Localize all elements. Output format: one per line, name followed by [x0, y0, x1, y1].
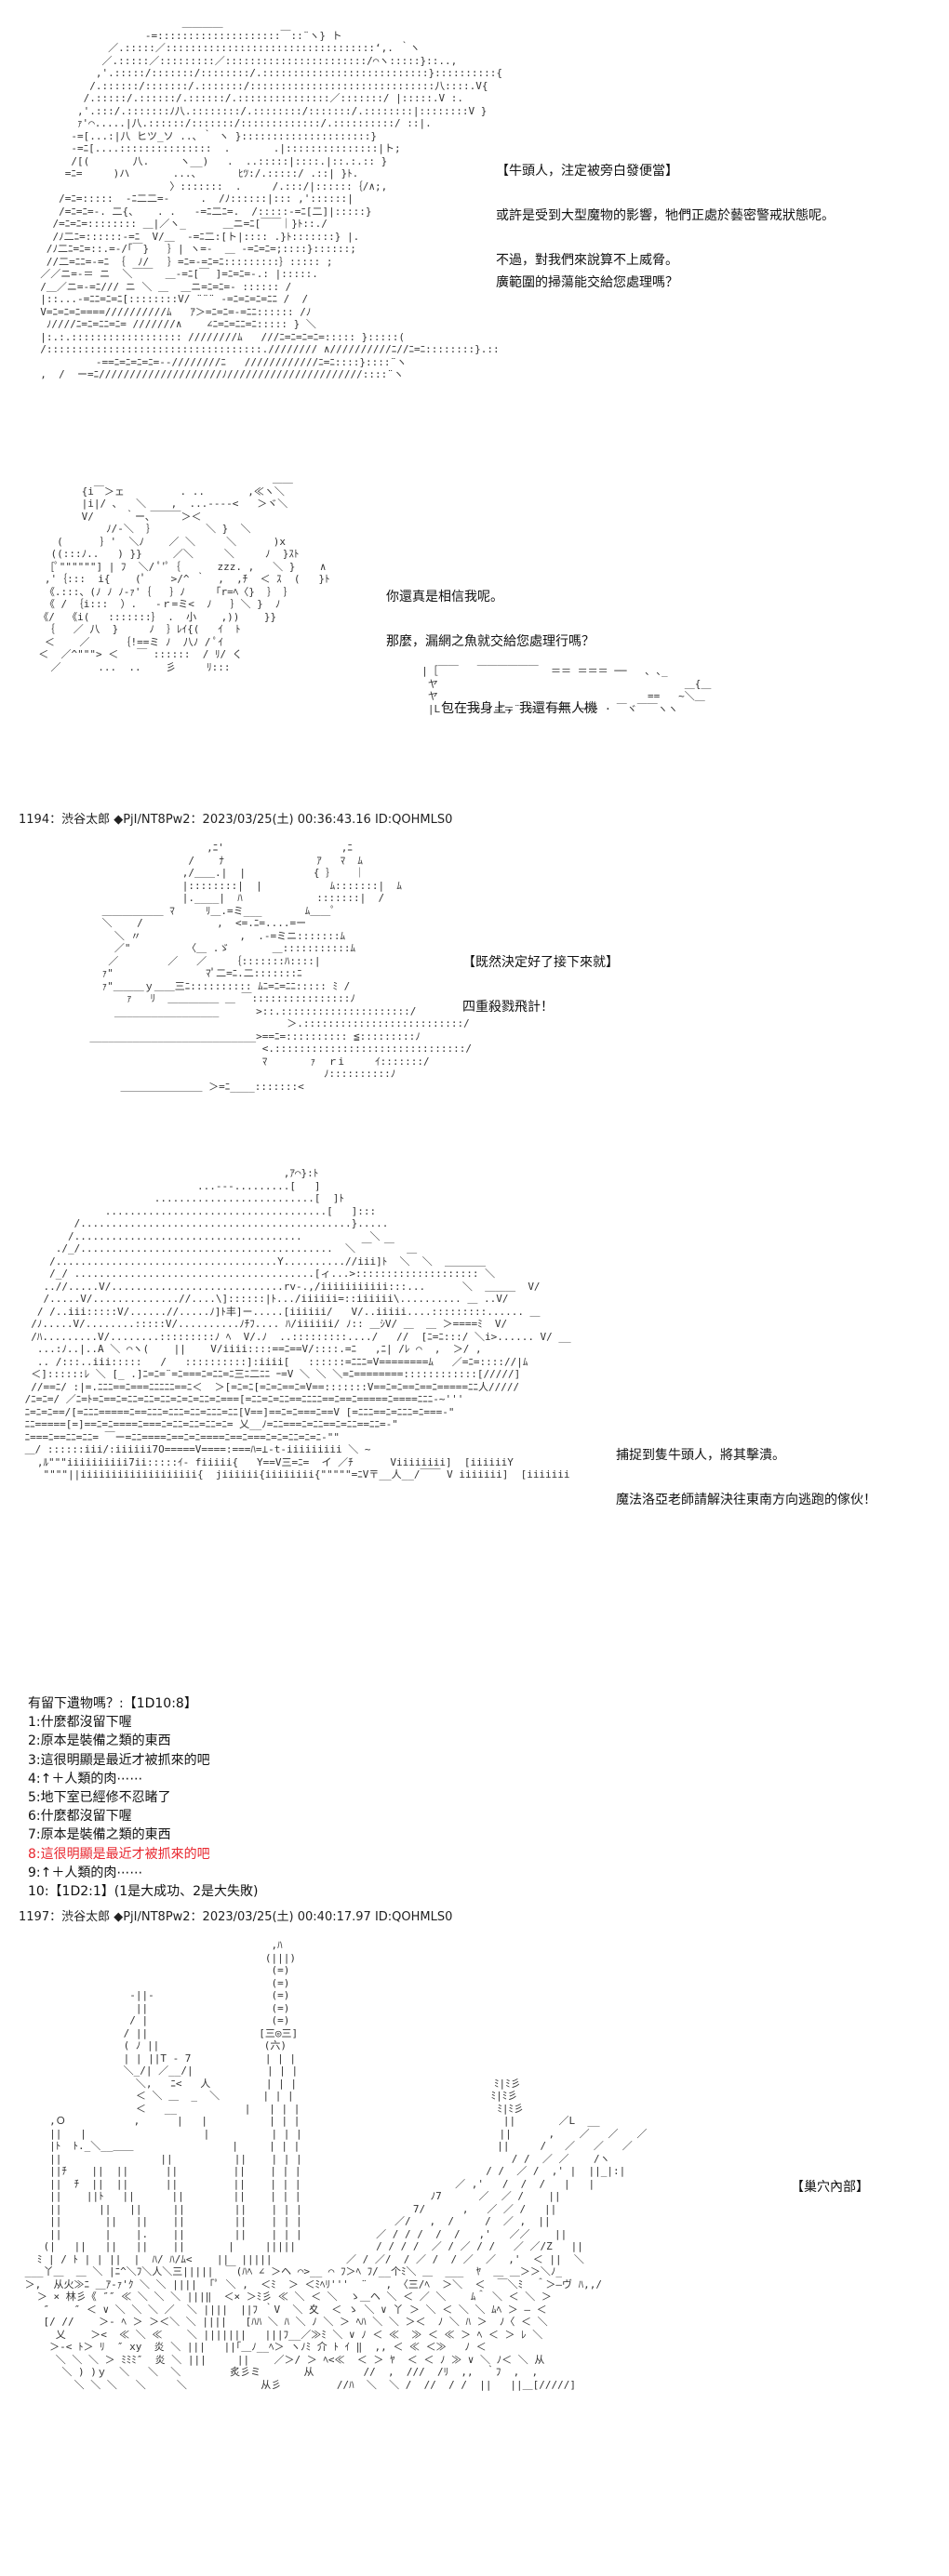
dialog-line: 【牛頭人，注定被旁白發便當】 — [496, 164, 678, 179]
dialog-line — [462, 974, 619, 996]
dice-option: 8:這很明顯是最近才被抓來的吧 — [28, 1846, 210, 1862]
ascii-art-nest-interior: ,ﾊ (|||) (=) (=) -||- (=) — [24, 1939, 648, 2391]
dialog-p3: 【既然決定好了接下來就】 四重殺戮飛計！ — [462, 951, 619, 1018]
dialog-line — [386, 608, 595, 631]
dice-option: 5:地下室已經修不忍睹了 — [28, 1790, 171, 1806]
ascii-art-explosion-scene: ,ｱ⌒}:ﾄ ...---.........[ ] ..............… — [24, 1167, 571, 1481]
dice-option: 4:↑＋人類的肉⋯⋯ — [28, 1771, 143, 1786]
dice-option: 10:【1D2:1】(1是大成功、2是大失敗) — [28, 1884, 259, 1900]
dice-result-list: 有留下遺物嗎？:【1D10:8】 1:什麼都沒留下喔 2:原本是裝備之類的東西 3:這… — [28, 1694, 259, 1901]
dialog-line: 那麼，漏網之魚就交給您處理行嗎？ — [386, 634, 595, 649]
dialog-p1: 【牛頭人，注定被旁白發便當】 或許是受到大型魔物的影響，牠們正處於藝密警戒狀態呢… — [496, 160, 835, 294]
dialog-line: 或許是受到大型魔物的影響，牠們正處於藝密警戒狀態呢。 — [496, 208, 835, 223]
dice-option: 3:這很明顯是最近才被抓來的吧 — [28, 1752, 210, 1768]
dice-option: 7:原本是裝備之類的東西 — [28, 1827, 171, 1843]
dialog-line: 廣範圍的掃蕩能交給您處理嗎？ — [496, 275, 678, 290]
dialog-line: 【巢穴內部】 — [791, 2180, 869, 2195]
dialog-line: 你還真是相信我呢。 — [386, 590, 503, 604]
dice-option: 2:原本是裝備之類的東西 — [28, 1733, 171, 1749]
post-header: 1197：渋谷太郎 ◆PjI/NT8Pw2：2023/03/25(土) 00:4… — [19, 1910, 453, 1924]
dialog-p2: 你還真是相信我呢。 那麼，漏網之魚就交給您處理行嗎？ — [386, 586, 595, 653]
dialog-p5: 【巢穴內部】 — [791, 2176, 869, 2198]
dialog-line — [496, 182, 835, 205]
ascii-art-masked-figure: ＿＿ {i￣＞ェ . .. ,≪ヽ＼ |i|/ ､ ＼ , ...‐---< ＞… — [38, 472, 330, 673]
dice-option: 1:什麼都沒留下喔 — [28, 1715, 132, 1731]
dialog-line — [616, 1467, 876, 1489]
dialog-line: 【既然決定好了接下來就】 — [462, 955, 619, 970]
dialog-line: 魔法洛亞老師請解決往東南方向逃跑的傢伙！ — [616, 1493, 876, 1507]
dice-option: 9:↑＋人類的肉⋯⋯ — [28, 1865, 143, 1880]
dice-question: 有留下遺物嗎？:【1D10:8】 — [28, 1696, 197, 1711]
dialog-line — [496, 227, 835, 249]
dice-option: 6:什麼都沒留下喔 — [28, 1809, 132, 1825]
post-header: 1194：渋谷太郎 ◆PjI/NT8Pw2：2023/03/25(土) 00:3… — [19, 813, 453, 827]
dialog-line: 不過，對我們來說算不上威脅。 — [496, 253, 678, 268]
ascii-speech-bubble: |［￣￣ ￣￣￣￣￣￣ ＝＝ ＝＝＝ ── ､ ､_ ヤ ＿{＿ ヤ == ~＼… — [421, 665, 712, 715]
speech-bubble-text: 包在我身上，我還有無人機 — [441, 701, 597, 716]
dialog-line: 四重殺戮飛計！ — [462, 1000, 554, 1015]
dialog-p4: 捕捉到隻牛頭人，將其擊潰。 魔法洛亞老師請解決往東南方向逃跑的傢伙！ — [616, 1444, 876, 1511]
ascii-art-masked-figure-pose: ,ﾆ' ,ﾆ / ﾅ ｱ ﾏ ﾑ ,/＿＿.| | { ｝ ｜ |:::::::… — [89, 842, 472, 1093]
ascii-art-cloaked-figure: ＿＿＿＿ -=::::::::::::::::::::￣::¨ヽ} ト ／.::… — [40, 17, 502, 380]
dialog-line: 捕捉到隻牛頭人，將其擊潰。 — [616, 1448, 785, 1463]
